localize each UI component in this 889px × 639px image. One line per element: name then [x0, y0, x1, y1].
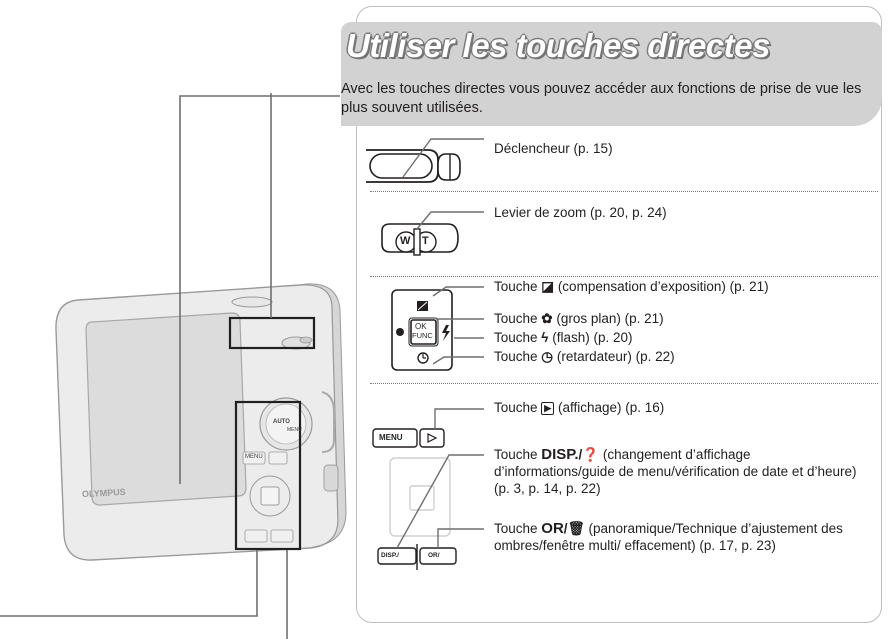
dial-label-menu: MENU [287, 427, 302, 433]
intro-text: Avec les touches directes vous pouvez ac… [341, 81, 862, 116]
shutter-drawing [366, 138, 484, 183]
callout-frame-rear [234, 400, 302, 551]
menu-button: MENU [379, 433, 403, 442]
camera-body [55, 283, 347, 561]
flash-entry: Touche ϟ (flash) (p. 20) [494, 330, 633, 345]
zoom-lever-drawing [381, 211, 484, 256]
arrow-pad-drawing [391, 286, 484, 371]
separator [370, 191, 878, 192]
macro-entry: Touche ✿ (gros plan) (p. 21) [494, 311, 664, 326]
exposure-compensation-icon: ◪ [541, 279, 555, 294]
dial-label-auto: AUTO [273, 419, 290, 425]
self-timer-entry: Touche ◷ (retardateur) (p. 22) [494, 349, 675, 364]
separator [370, 383, 878, 384]
separator [370, 276, 878, 277]
func-label: FUNC [412, 331, 433, 340]
playback-entry: Touche ▶ (affichage) (p. 16) [494, 400, 665, 415]
zoom-t-label: T [422, 235, 429, 247]
trash-icon: 🗑 [567, 521, 585, 536]
header-band [341, 22, 882, 126]
playback-icon: ▶ [541, 402, 555, 415]
exposure-entry: Touche ◪ (compensation d’exposition) (p.… [494, 279, 769, 294]
zoom-w-label: W [400, 235, 411, 247]
macro-flower-icon: ✿ [541, 311, 553, 326]
disp-entry: Touche DISP./❓ (changement d’affichage d… [494, 446, 857, 496]
self-timer-icon: ◷ [541, 349, 554, 364]
buttons-drawing [372, 408, 484, 570]
or-entry: Touche OR/🗑 (panoramique/Technique d’aju… [494, 520, 843, 553]
or-button: OR/ [428, 552, 440, 559]
page-title: Utiliser les touches directes [346, 27, 770, 64]
ok-label: OK [415, 322, 427, 331]
disp-button: DISP./ [381, 552, 399, 559]
zoom-label: Levier de zoom (p. 20, p. 24) [494, 205, 667, 220]
camera-menu-button: MENU [245, 454, 263, 460]
help-question-icon: ❓ [582, 447, 600, 462]
shutter-label: Déclencheur (p. 15) [494, 141, 613, 156]
flash-bolt-icon: ϟ [541, 330, 549, 345]
callout-lines [0, 93, 340, 639]
callout-frame-top [228, 316, 316, 350]
